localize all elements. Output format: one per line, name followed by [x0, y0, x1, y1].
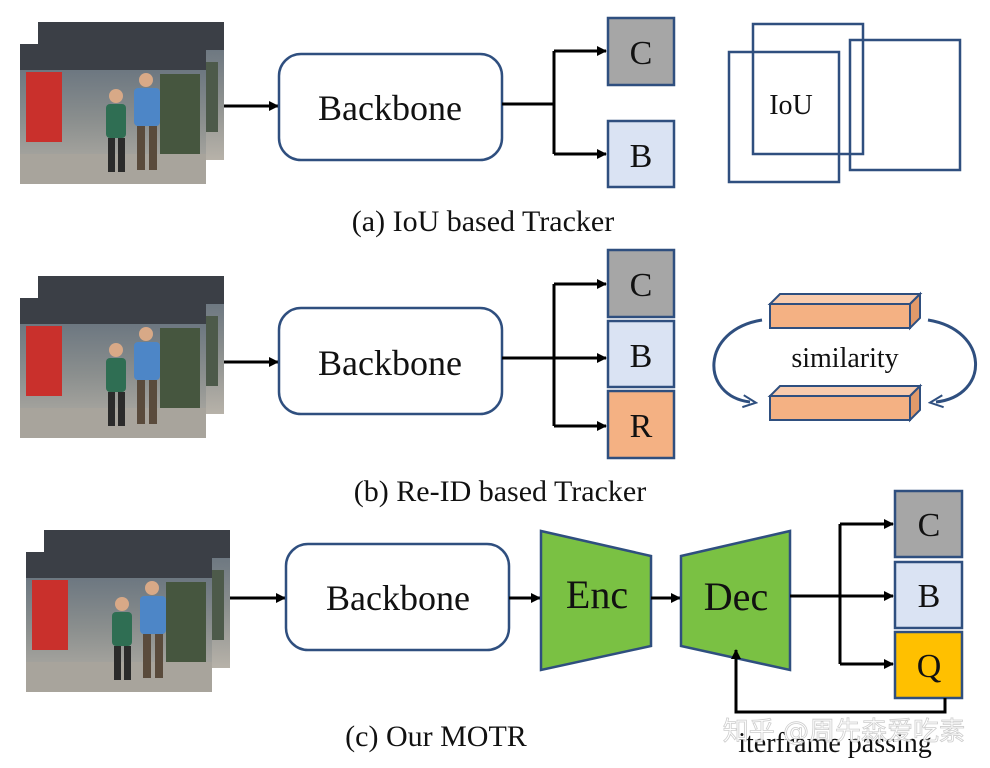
class-head-label-b: C — [630, 267, 653, 304]
pedestrian-right — [140, 581, 166, 678]
pedestrian-left — [106, 343, 126, 426]
query-head-box-c — [893, 630, 964, 700]
frame-image — [26, 552, 212, 692]
backbone-box-b — [277, 306, 504, 416]
backbone-box-a — [277, 52, 504, 162]
encoder-trapezoid — [539, 529, 653, 672]
class-head-label-c: C — [918, 507, 941, 544]
input-frames-a — [20, 22, 224, 184]
input-frames-c — [26, 530, 230, 692]
class-head-label-a: C — [630, 35, 653, 72]
box-head-label-c: B — [918, 578, 941, 615]
encoder-label: Enc — [566, 572, 628, 617]
class-head-box-c — [893, 489, 964, 559]
panel-c: Backbone Enc Dec C B Q iterframe passing… — [26, 489, 964, 759]
pedestrian-right — [134, 73, 160, 170]
frame-image — [20, 44, 206, 184]
reid-head-box-b — [606, 389, 676, 460]
box-head-box-c — [893, 560, 964, 630]
pedestrian-left — [112, 597, 132, 680]
curved-arrow-right — [928, 318, 977, 402]
box-head-label-b: B — [630, 338, 653, 375]
decoder-label: Dec — [704, 574, 768, 619]
reid-head-label-b: R — [630, 408, 653, 445]
panel-b: Backbone C B R simil — [20, 248, 977, 508]
iou-label: IoU — [769, 90, 813, 121]
caption-c: (c) Our MOTR — [345, 720, 527, 753]
backbone-label-c: Backbone — [326, 578, 470, 618]
caption-a: (a) IoU based Tracker — [352, 205, 614, 238]
branch-arrows-a — [502, 46, 607, 159]
panel-a: Backbone C B IoU (a) IoU based Tracker — [20, 16, 962, 238]
backbone-label-a: Backbone — [318, 88, 462, 128]
backbone-label-b: Backbone — [318, 343, 462, 383]
feature-bar-top — [767, 291, 923, 331]
feedback-arrow — [731, 649, 947, 714]
pedestrian-right — [134, 327, 160, 424]
similarity-illustration: similarity — [712, 291, 977, 423]
frame-image — [20, 298, 206, 438]
branch-arrows-b — [502, 279, 607, 431]
feedback-label: iterframe passing — [738, 728, 932, 759]
box-head-box-b — [606, 319, 676, 389]
similarity-label: similarity — [791, 343, 898, 374]
feature-bar-bottom — [767, 383, 923, 423]
decoder-trapezoid — [679, 529, 792, 672]
box-head-box-a — [606, 119, 676, 189]
watermark: 知乎 @周先森爱吃素 — [723, 717, 965, 747]
box-head-label-a: B — [630, 138, 653, 175]
class-head-box-b — [606, 248, 676, 319]
caption-b: (b) Re-ID based Tracker — [354, 475, 646, 508]
branch-arrows-c — [790, 519, 894, 669]
class-head-box-a — [606, 16, 676, 87]
input-frames-b — [20, 276, 224, 438]
curved-arrow-left — [712, 318, 763, 402]
query-head-label-c: Q — [917, 648, 942, 685]
iou-illustration — [727, 22, 962, 184]
pedestrian-left — [106, 89, 126, 172]
